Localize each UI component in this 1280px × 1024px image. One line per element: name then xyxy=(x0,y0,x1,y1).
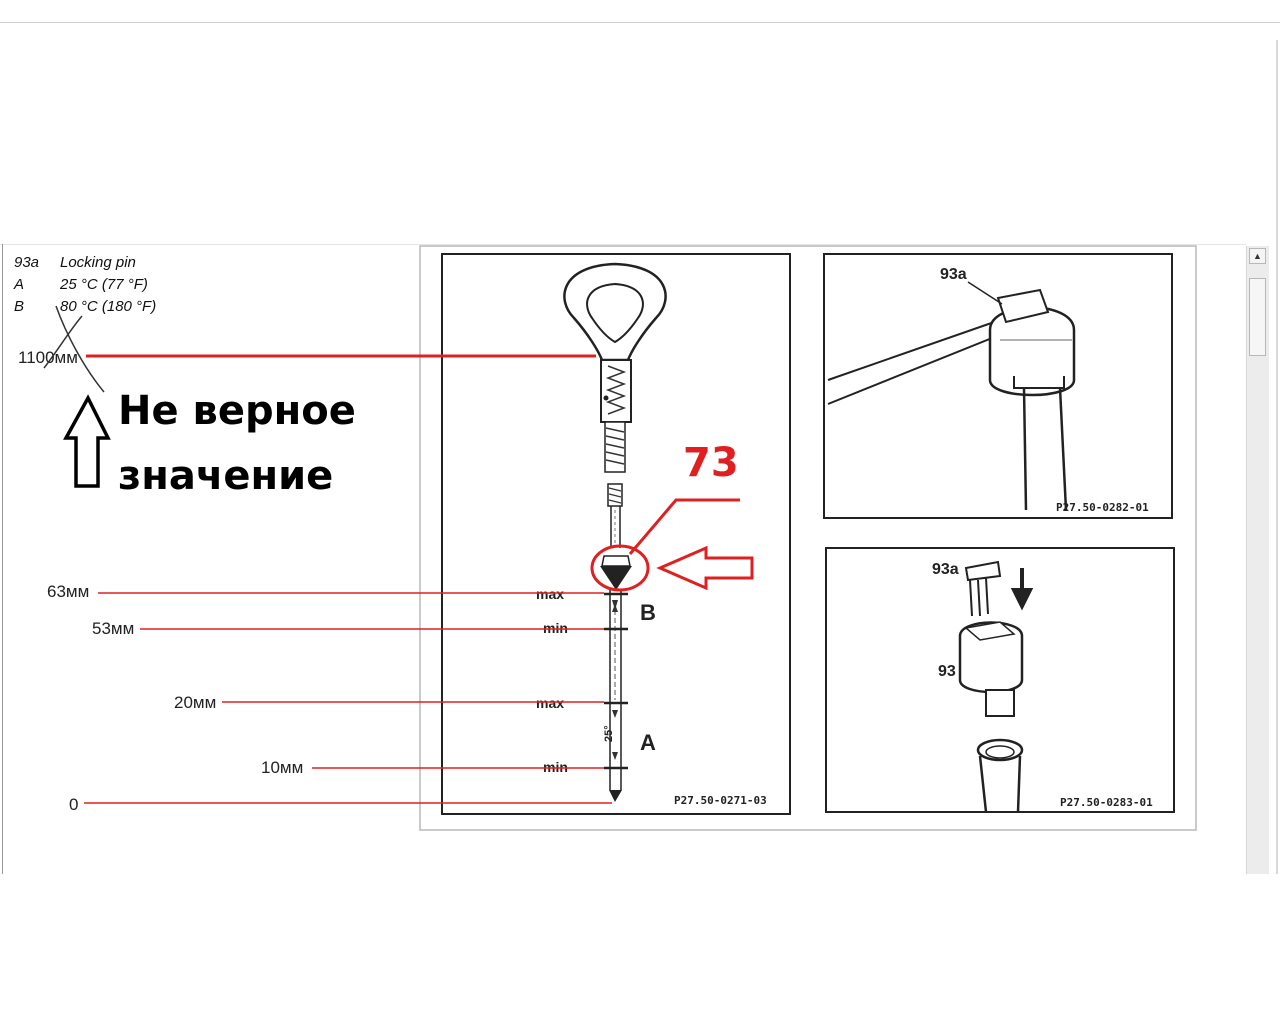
measurement-label-1100: 1100мм xyxy=(18,348,78,367)
figure-code-dipstick: P27.50-0271-03 xyxy=(674,794,767,807)
dipstick-threaded-shaft xyxy=(604,421,626,548)
highlight-circle xyxy=(590,544,650,592)
mark-label-max-a: max xyxy=(536,695,564,711)
part-label-93a-top: 93a xyxy=(940,266,967,283)
warning-line-1: Не верное xyxy=(118,388,356,434)
legend-key: B xyxy=(14,298,25,315)
dipstick-handle xyxy=(563,262,667,423)
triangle-up-icon: ▲ xyxy=(1253,251,1262,261)
legend-row: 93a Locking pin xyxy=(14,254,274,274)
leader-73 xyxy=(628,498,740,555)
left-arrow-icon xyxy=(656,545,754,591)
cap-assembly-drawing xyxy=(958,560,1034,813)
locking-pin-figure-frame xyxy=(823,253,1173,519)
dipstick-clip xyxy=(600,555,632,590)
legend-row: A 25 °C (77 °F) xyxy=(14,276,274,296)
cross-out-stroke xyxy=(55,305,105,393)
measurement-label-53: 53мм xyxy=(92,619,135,638)
angle-label: 25° xyxy=(603,725,615,742)
scroll-up-button[interactable]: ▲ xyxy=(1249,248,1266,264)
cross-out-stroke xyxy=(43,315,83,369)
zone-label-a: A xyxy=(640,730,656,755)
zone-label-b: B xyxy=(640,600,656,625)
up-arrow-icon xyxy=(63,394,111,488)
annotation-73-label: 73 xyxy=(683,440,739,486)
cap-with-tool-drawing xyxy=(827,288,1076,511)
mark-label-min-b: min xyxy=(543,620,568,636)
leader-93a-top xyxy=(967,281,1003,305)
legend-key: A xyxy=(14,276,25,293)
legend-row: B 80 °C (180 °F) xyxy=(14,298,274,318)
cap-assembly-figure-frame xyxy=(825,547,1175,813)
part-label-93a-bottom: 93a xyxy=(932,561,959,578)
dipstick-figure-frame xyxy=(441,253,791,815)
part-label-93: 93 xyxy=(938,663,956,680)
measurement-label-10: 10мм xyxy=(261,758,304,777)
mark-label-min-a: min xyxy=(543,759,568,775)
legend-value: 25 °C (77 °F) xyxy=(60,276,148,293)
window-title-bar xyxy=(0,0,1280,23)
mark-label-max-b: max xyxy=(536,586,564,602)
scroll-thumb[interactable] xyxy=(1249,278,1266,356)
legend-key: 93a xyxy=(14,254,40,271)
measurement-label-63: 63мм xyxy=(47,582,90,601)
content-top-border xyxy=(0,244,1246,245)
measurement-label-0: 0 xyxy=(69,795,79,814)
measurement-label-20: 20мм xyxy=(174,693,217,712)
dipstick-blade xyxy=(609,590,622,802)
figure-code-bottom-right: P27.50-0283-01 xyxy=(1060,796,1153,809)
window-right-edge xyxy=(1276,40,1278,874)
legend-value: 80 °C (180 °F) xyxy=(60,298,157,315)
vertical-scrollbar[interactable]: ▲ xyxy=(1246,246,1269,874)
figure-code-top-right: P27.50-0282-01 xyxy=(1056,501,1149,514)
content-left-border xyxy=(2,244,3,874)
page-bottom-blank xyxy=(0,874,1280,1024)
legend-value: Locking pin xyxy=(60,254,136,271)
scan-panel-border xyxy=(419,245,1197,831)
warning-line-2: значение xyxy=(118,453,334,499)
